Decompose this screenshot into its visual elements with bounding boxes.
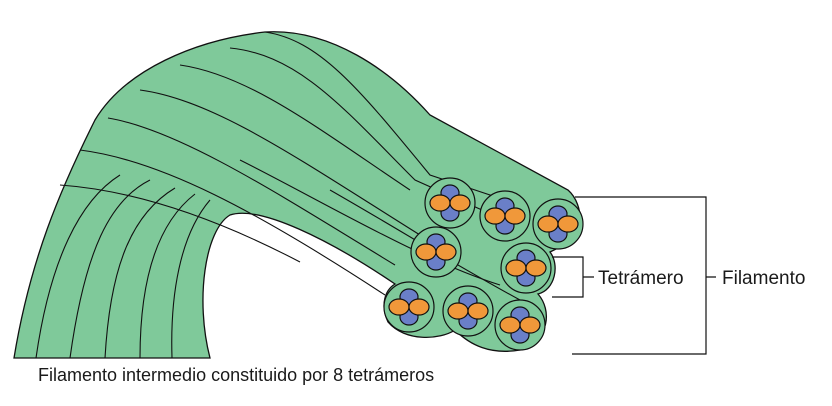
tetramer-label: Tetrámero xyxy=(598,268,684,289)
tetramer-section xyxy=(424,177,476,229)
tetramer-section xyxy=(383,281,435,333)
strand-line xyxy=(171,199,211,359)
strand-lines xyxy=(35,31,521,359)
filament-bracket xyxy=(572,196,716,355)
tetramer-section xyxy=(410,226,462,278)
filament-label: Filamento xyxy=(722,268,805,289)
strand-line xyxy=(35,174,121,359)
strand-line xyxy=(229,47,483,211)
tetramer-section xyxy=(442,285,494,337)
strand-line xyxy=(104,187,176,359)
strand-line xyxy=(139,193,196,359)
tetramer-bracket xyxy=(552,256,594,298)
strand-line xyxy=(139,89,421,236)
tetramer-section xyxy=(500,242,552,294)
figure-caption: Filamento intermedio constituido por 8 t… xyxy=(38,365,435,385)
tetramer-section xyxy=(532,198,584,250)
strand-line xyxy=(69,179,151,359)
tetramer-section xyxy=(494,299,546,351)
label-brackets xyxy=(552,196,716,355)
strand-line xyxy=(239,159,501,286)
strand-line xyxy=(107,117,396,266)
tetramer-section xyxy=(479,190,531,242)
strand-line xyxy=(59,184,301,263)
strand-line xyxy=(179,64,411,191)
strand-line xyxy=(264,31,521,206)
strand-line xyxy=(79,149,386,296)
tetramer-cross-sections xyxy=(383,177,584,351)
